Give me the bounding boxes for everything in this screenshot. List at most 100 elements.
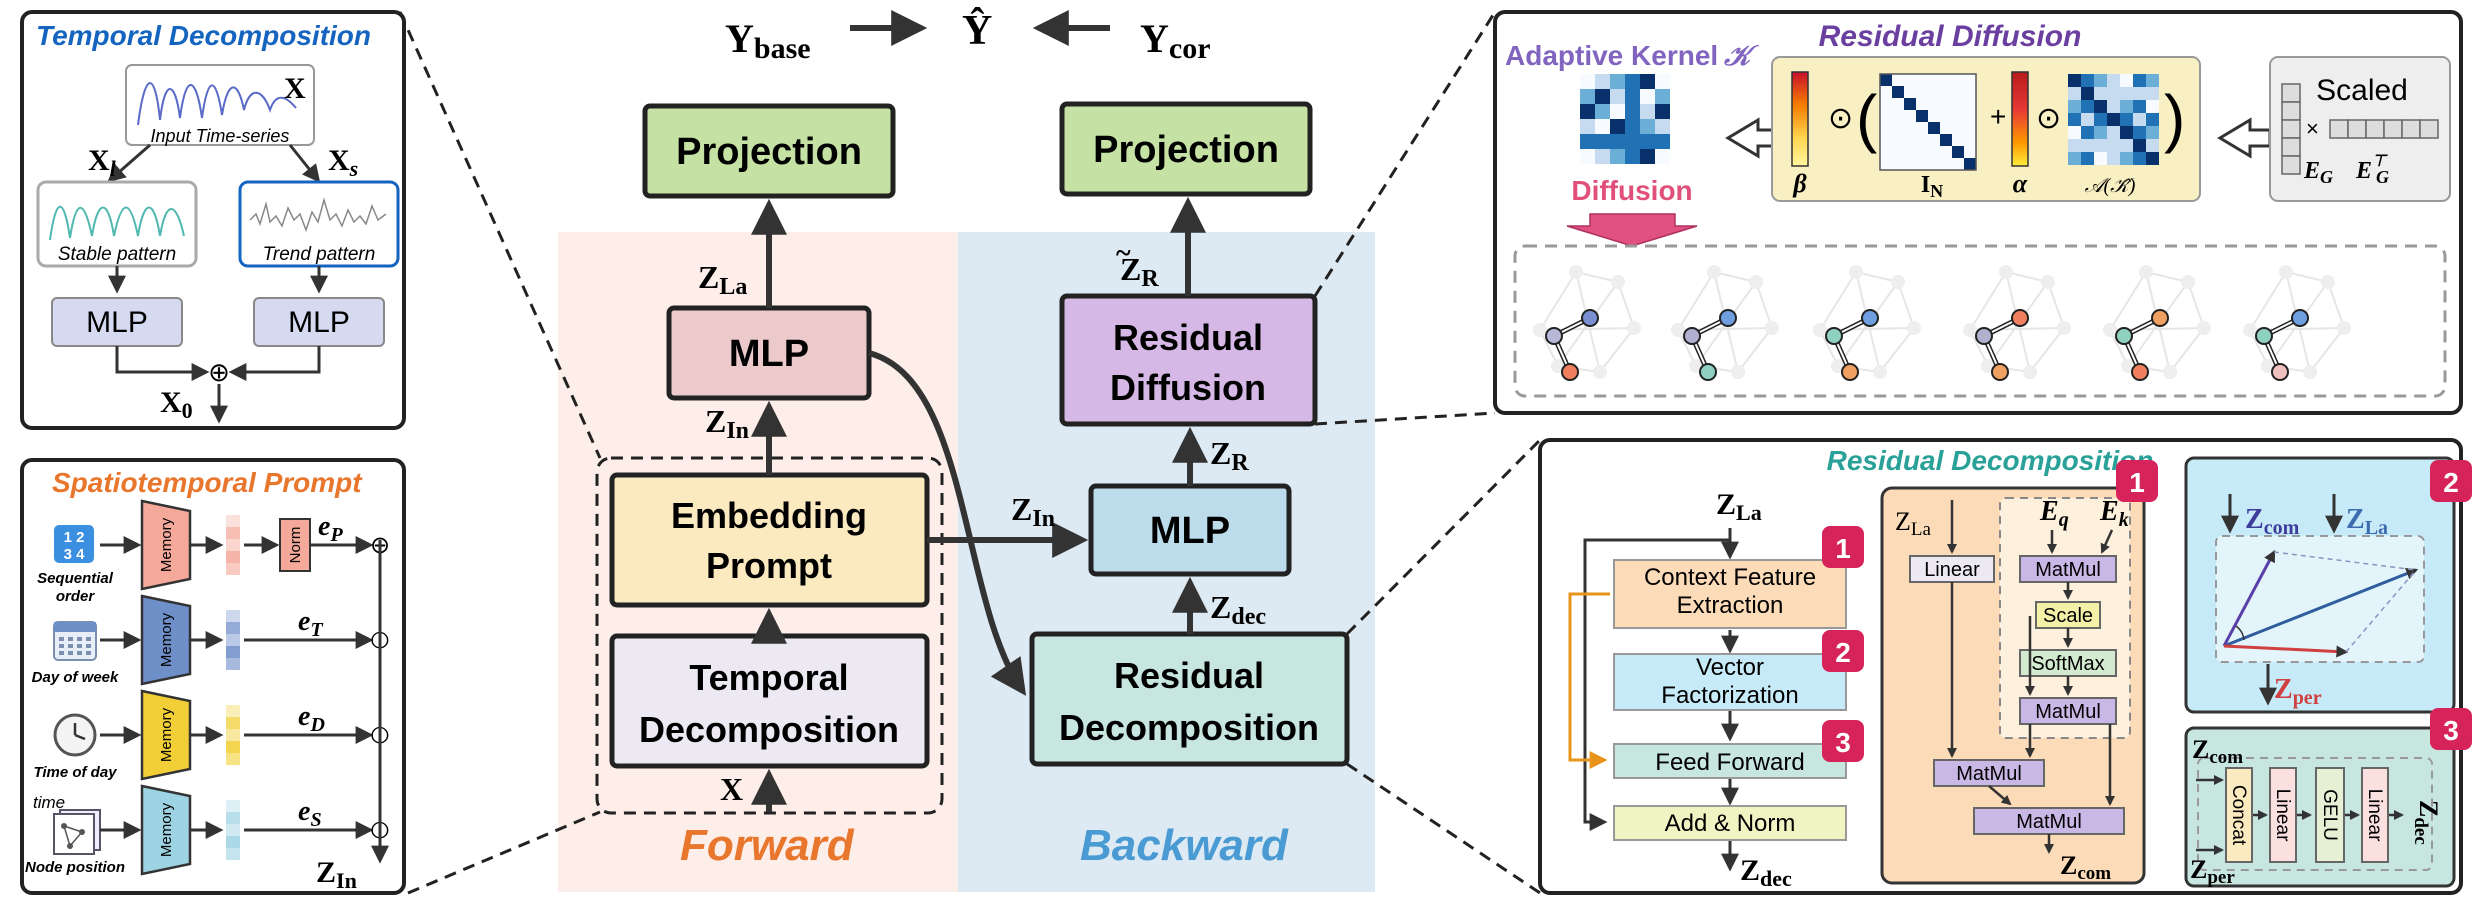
z-la-label: ZLa — [698, 259, 747, 300]
badge-1-attn: 1 — [2116, 460, 2158, 502]
left-hollow-arrow-2 — [2217, 117, 2272, 159]
attn-matmul-1 — [2019, 555, 2117, 583]
prompt-caption: Day of week — [32, 669, 119, 686]
ffn-z-per: Zper — [2190, 855, 2235, 888]
embedding-vector — [226, 705, 240, 765]
beta-label: β — [1792, 169, 1807, 198]
attn-z-com: Zcom — [2060, 851, 2111, 884]
diffusion-graph-4 — [1963, 265, 2071, 381]
residual-decomp-line1: Residual — [1114, 655, 1264, 696]
residual-decomposition-panel: Residual Decomposition ZLa Context Featu… — [1538, 438, 2472, 895]
egt-row-vector — [2329, 119, 2439, 139]
diffusion-graph-3 — [1813, 265, 1921, 381]
projection-left-label: Projection — [676, 131, 862, 173]
x0-label: X0 — [160, 386, 193, 423]
hadamard-op-2: ⊙ — [2036, 102, 2061, 135]
temporal-mlp-right-label: MLP — [288, 306, 350, 339]
y-base-label: Ybase — [725, 16, 811, 65]
a-k-heatmap — [2068, 74, 2159, 165]
ffn-concat: Concat — [2225, 767, 2253, 863]
backward-label: Backward — [1080, 821, 1289, 870]
svg-text:1: 1 — [1835, 533, 1851, 564]
memory-label: Memory — [158, 612, 175, 667]
ffn-linear-2: Linear — [2361, 767, 2389, 863]
attn-scale-label: Scale — [2043, 605, 2093, 627]
close-paren: ) — [2164, 82, 2185, 154]
temporal-mlp-left-label: MLP — [86, 306, 148, 339]
temporal-x-label: X — [284, 72, 306, 105]
ek-label: Ek — [2099, 496, 2129, 531]
residual-diffusion-box: Residual Diffusion — [1059, 293, 1318, 427]
step-feed-forward-label: Feed Forward — [1655, 749, 1804, 776]
prompt-z-in-label: ZIn — [316, 856, 357, 893]
attn-matmul-4-label: MatMul — [2016, 811, 2082, 833]
attn-matmul-3-label: MatMul — [1956, 763, 2022, 785]
badge-3-ffn: 3 — [2430, 708, 2472, 750]
mlp-center-box: MLP — [1088, 483, 1292, 577]
residual-decomp-line2: Decomposition — [1059, 707, 1319, 748]
eq-label: Eq — [2039, 496, 2069, 531]
z-in-label-left: ZIn — [705, 403, 749, 444]
vec-z-la: ZLa — [2346, 504, 2388, 539]
temporal-decomposition-box: Temporal Decomposition — [609, 633, 930, 769]
feed-forward-inner — [2197, 757, 2433, 871]
diffusion-graph-5 — [2103, 265, 2211, 381]
svg-text:2: 2 — [2443, 467, 2459, 498]
calendar-icon — [53, 621, 97, 661]
residual-diffusion-line1: Residual — [1113, 317, 1263, 358]
diffusion-down-arrow — [1566, 213, 1698, 247]
mlp-center-label: MLP — [1150, 510, 1230, 552]
diffusion-graphs-frame — [1513, 244, 2447, 398]
stable-pattern-label: Stable pattern — [58, 244, 176, 265]
forward-label: Forward — [680, 821, 855, 870]
svg-text:Linear: Linear — [2364, 789, 2385, 842]
embedding-vector — [226, 515, 240, 575]
embedding-prompt-line1: Embedding — [671, 495, 867, 536]
diffusion-label: Diffusion — [1571, 175, 1692, 206]
residual-skip-orange — [1568, 592, 1610, 769]
decomp-z-la: ZLa — [1716, 488, 1762, 525]
diffusion-panel-title: Residual Diffusion — [1819, 20, 2082, 53]
attn-z-la: ZLa — [1895, 507, 1931, 540]
badge-2-left: 2 — [1822, 630, 1864, 672]
memory-block — [140, 689, 192, 781]
plus-op: + — [1990, 101, 2006, 132]
mlp-left-label: MLP — [729, 333, 809, 375]
diffusion-graph-6 — [2243, 265, 2351, 381]
decomp-z-dec: Zdec — [1740, 854, 1792, 891]
embedding-vector — [226, 610, 240, 670]
xl-label: Xl — [88, 144, 117, 181]
embedding-prompt-line2: Prompt — [706, 545, 832, 586]
vec-z-per: Zper — [2274, 674, 2322, 709]
memory-label: Memory — [158, 802, 175, 857]
step-add-norm-label: Add & Norm — [1665, 810, 1796, 837]
z-dec-label: Zdec — [1210, 589, 1266, 630]
svg-text:3: 3 — [1835, 727, 1851, 758]
badge-3-left: 3 — [1822, 720, 1864, 762]
forward-encoder-group — [595, 456, 944, 815]
xs-label: Xs — [328, 144, 358, 181]
graph-icon — [53, 809, 101, 855]
input-series-caption: Input Time-series — [151, 126, 290, 146]
eg-label: EG — [2303, 158, 2333, 187]
mlp-left-box: MLP — [666, 305, 872, 401]
diffusion-graph-2 — [1671, 265, 1779, 381]
svg-text:GELU: GELU — [2319, 789, 2340, 841]
svg-text:1 2: 1 2 — [64, 529, 85, 546]
y-hat-label: Ŷ — [962, 7, 992, 54]
attn-matmul-2 — [2019, 697, 2117, 725]
number-grid-icon: 1 23 4 — [54, 525, 94, 563]
ffn-z-dec: Zdec — [2410, 800, 2443, 845]
norm-label: Norm — [287, 527, 304, 564]
attn-softmax-label: SoftMax — [2031, 653, 2104, 675]
input-series-line — [137, 82, 297, 126]
svg-text:1: 1 — [2129, 467, 2145, 498]
ffn-linear-1: Linear — [2269, 767, 2297, 863]
residual-decomposition-box: Residual Decomposition — [1029, 631, 1350, 767]
z-r-label: ZR — [1210, 435, 1249, 476]
memory-label: Memory — [158, 517, 175, 572]
prompt-caption: Time of day — [33, 764, 117, 781]
